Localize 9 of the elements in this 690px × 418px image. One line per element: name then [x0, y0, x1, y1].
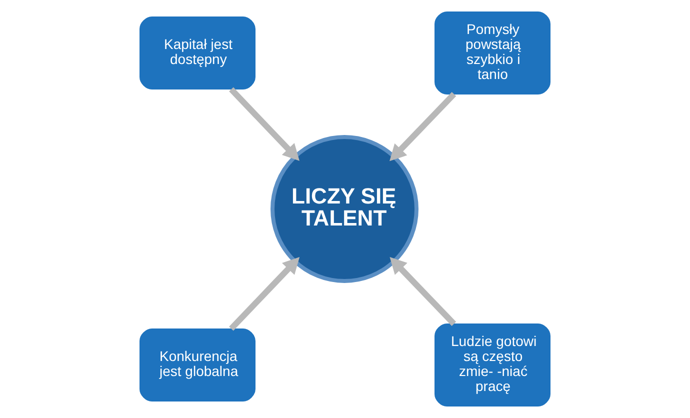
arrow — [390, 257, 456, 326]
node-box: Kapitał jest dostępny — [140, 16, 256, 90]
node-box: Ludzie gotowi są często zmie- -niać pracę — [434, 324, 550, 406]
arrow — [229, 257, 300, 331]
arrow — [229, 87, 300, 161]
node-circle: LICZY SIĘ TALENT — [270, 135, 418, 283]
node-box: Pomysły powstają szybkio i tanio — [434, 12, 550, 94]
arrow — [390, 92, 456, 162]
node-box: Konkurencja jest globalna — [140, 328, 256, 402]
